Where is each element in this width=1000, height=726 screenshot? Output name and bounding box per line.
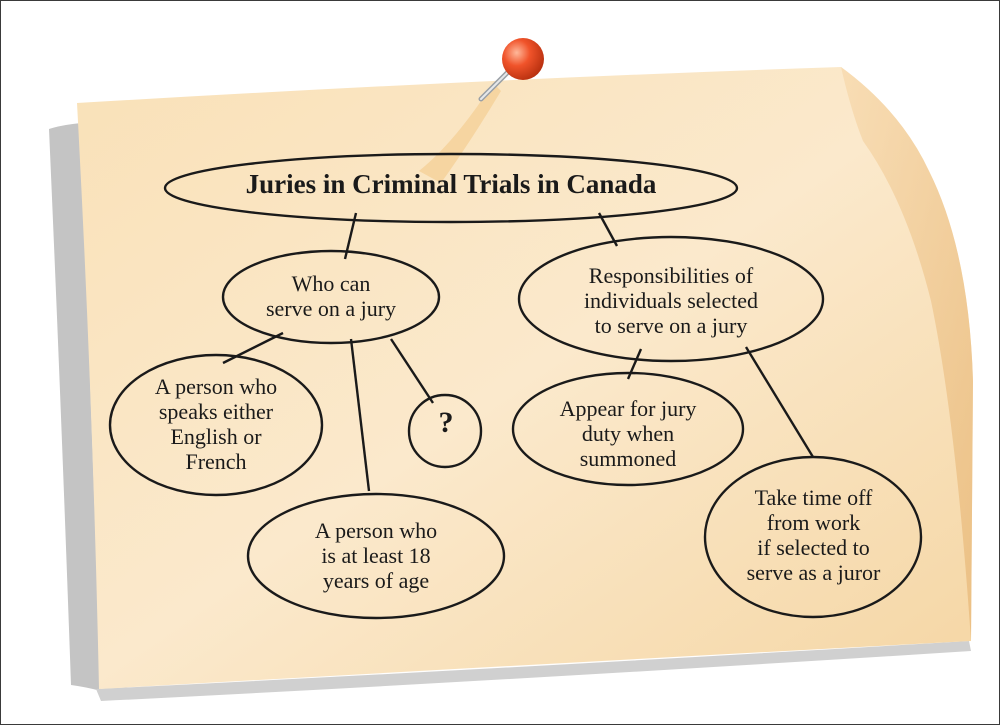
- connector-who-language: [222, 331, 284, 365]
- connector-resp-timeoff: [744, 346, 815, 458]
- title-ellipse: [163, 152, 739, 224]
- language-ellipse: [108, 353, 324, 497]
- timeoff-ellipse: [703, 455, 923, 619]
- unknown-circle: [407, 393, 483, 469]
- note-shadow: [49, 123, 101, 691]
- node-time-off: Take time off from work if selected to s…: [746, 485, 881, 585]
- diagram-title: Juries in Criminal Trials in Canada: [245, 169, 657, 199]
- node-who-can-serve: Who can serve on a jury: [265, 271, 397, 321]
- age-ellipse: [246, 492, 506, 620]
- note-bottom-shadow: [96, 641, 971, 701]
- pin-icon: [419, 38, 544, 183]
- node-responsibilities: Responsibilities of individuals selected…: [583, 263, 759, 338]
- appear-ellipse: [511, 371, 745, 487]
- node-age: A person who is at least 18 years of age: [314, 518, 438, 593]
- note-curl: [841, 67, 973, 641]
- connector-who-unknown: [389, 338, 435, 404]
- responsibilities-ellipse: [517, 235, 825, 363]
- connector-who-age: [349, 338, 371, 492]
- who-can-serve-ellipse: [221, 249, 441, 345]
- sticky-note: [77, 67, 973, 689]
- node-language: A person who speaks either English or Fr…: [154, 374, 278, 474]
- node-appear: Appear for jury duty when summoned: [559, 396, 697, 471]
- node-unknown: ?: [438, 406, 454, 439]
